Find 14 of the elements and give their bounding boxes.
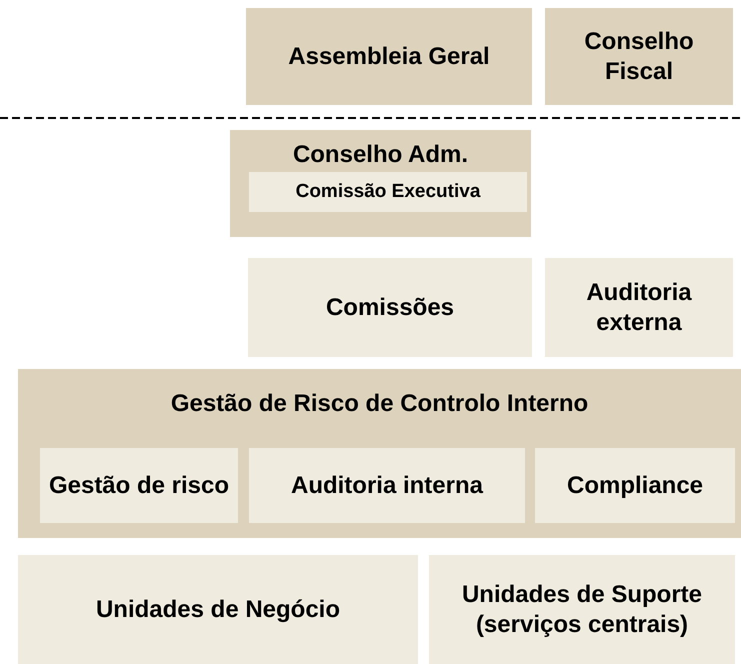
org-unit-box: Auditoria interna — [249, 448, 525, 523]
group-panel — [18, 369, 741, 538]
org-unit-box: Unidades de Suporte (serviços centrais) — [429, 555, 735, 664]
org-unit-box: Assembleia Geral — [246, 8, 532, 105]
org-unit-box: Comissões — [248, 258, 532, 357]
org-unit-box: Conselho Fiscal — [545, 8, 733, 105]
group-panel — [230, 130, 531, 237]
group-heading: Gestão de Risco de Controlo Interno — [170, 389, 590, 419]
org-unit-box: Gestão de risco — [40, 448, 238, 523]
org-unit-box: Comissão Executiva — [249, 172, 527, 212]
org-unit-box: Unidades de Negócio — [18, 555, 418, 664]
org-unit-box: Compliance — [535, 448, 735, 523]
group-heading: Conselho Adm. — [292, 140, 470, 170]
org-unit-box: Auditoria externa — [545, 258, 733, 357]
